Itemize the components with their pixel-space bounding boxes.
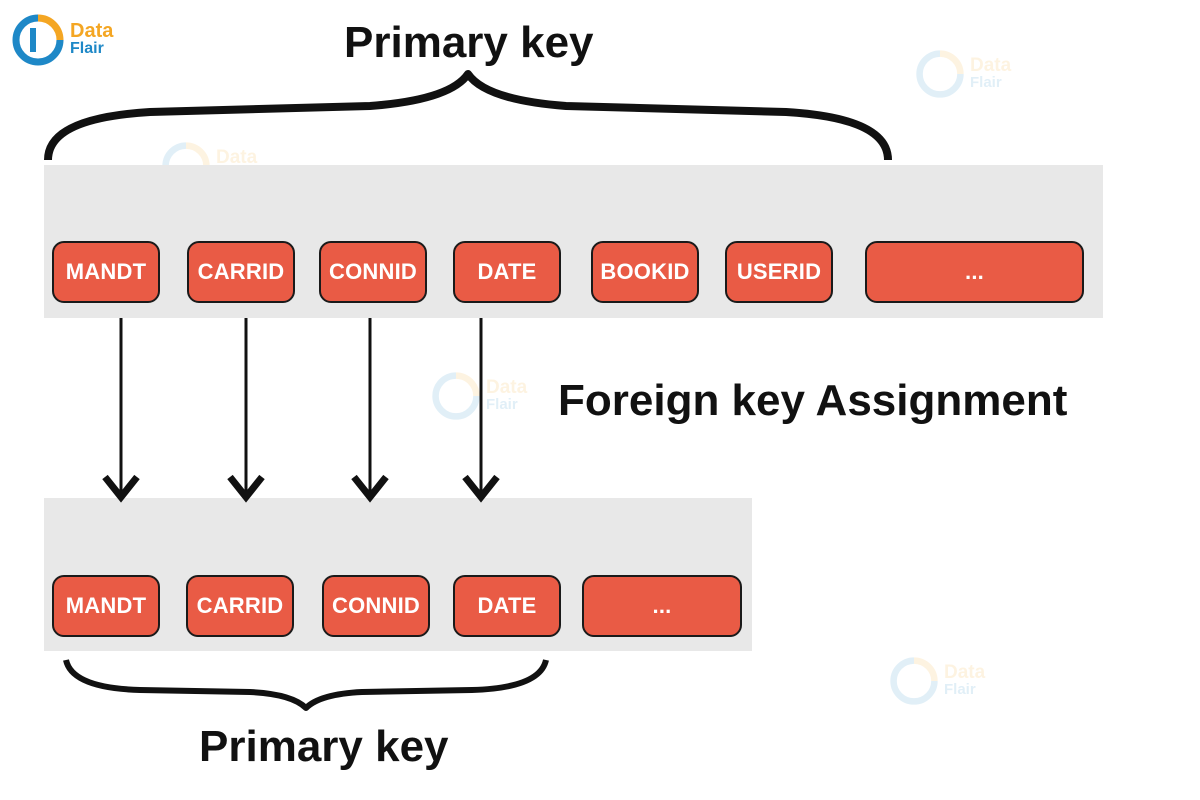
watermark-logo-icon xyxy=(432,372,480,420)
fk-arrow-date xyxy=(462,318,500,503)
foreign-key-assignment-label: Foreign key Assignment xyxy=(558,376,1068,425)
dataflair-logo: Data Flair xyxy=(10,12,113,68)
watermark-logo-icon xyxy=(890,657,938,705)
bottom-table-field-date: DATE xyxy=(453,575,561,637)
brand-line-2: Flair xyxy=(70,40,104,57)
bottom-table-field-more: ... xyxy=(582,575,742,637)
foreign-key-arrows xyxy=(102,318,500,503)
watermark-line-2: Flair xyxy=(970,74,1002,91)
top-table-field-mandt: MANDT xyxy=(52,241,160,303)
brand-text: Data Flair xyxy=(70,20,114,58)
bottom-table-field-connid: CONNID xyxy=(322,575,430,637)
top-primary-key-label: Primary key xyxy=(344,18,594,67)
top-table-field-more: ... xyxy=(865,241,1084,303)
top-table-field-connid: CONNID xyxy=(319,241,427,303)
watermark-line-1: Data xyxy=(970,55,1012,76)
dataflair-logo-icon xyxy=(12,14,64,66)
top-table-field-bookid: BOOKID xyxy=(591,241,699,303)
watermark-line-1: Data xyxy=(216,147,258,168)
fk-arrow-carrid xyxy=(227,318,265,503)
top-table-field-userid: USERID xyxy=(725,241,833,303)
bottom-table-field-mandt: MANDT xyxy=(52,575,160,637)
watermark-line-1: Data xyxy=(486,377,528,398)
brand-line-1: Data xyxy=(70,20,114,42)
bottom-primary-key-label: Primary key xyxy=(199,722,449,771)
watermark-logo-icon xyxy=(916,50,964,98)
watermark-line-2: Flair xyxy=(486,396,518,413)
bottom-table-field-carrid: CARRID xyxy=(186,575,294,637)
watermark-line-1: Data xyxy=(944,662,986,683)
top-table-field-date: DATE xyxy=(453,241,561,303)
fk-arrow-connid xyxy=(351,318,389,503)
fk-arrow-mandt xyxy=(102,318,140,503)
watermark-line-2: Flair xyxy=(944,681,976,698)
bottom-primary-key-brace xyxy=(63,659,549,711)
top-table-field-carrid: CARRID xyxy=(187,241,295,303)
top-primary-key-brace xyxy=(44,70,892,161)
